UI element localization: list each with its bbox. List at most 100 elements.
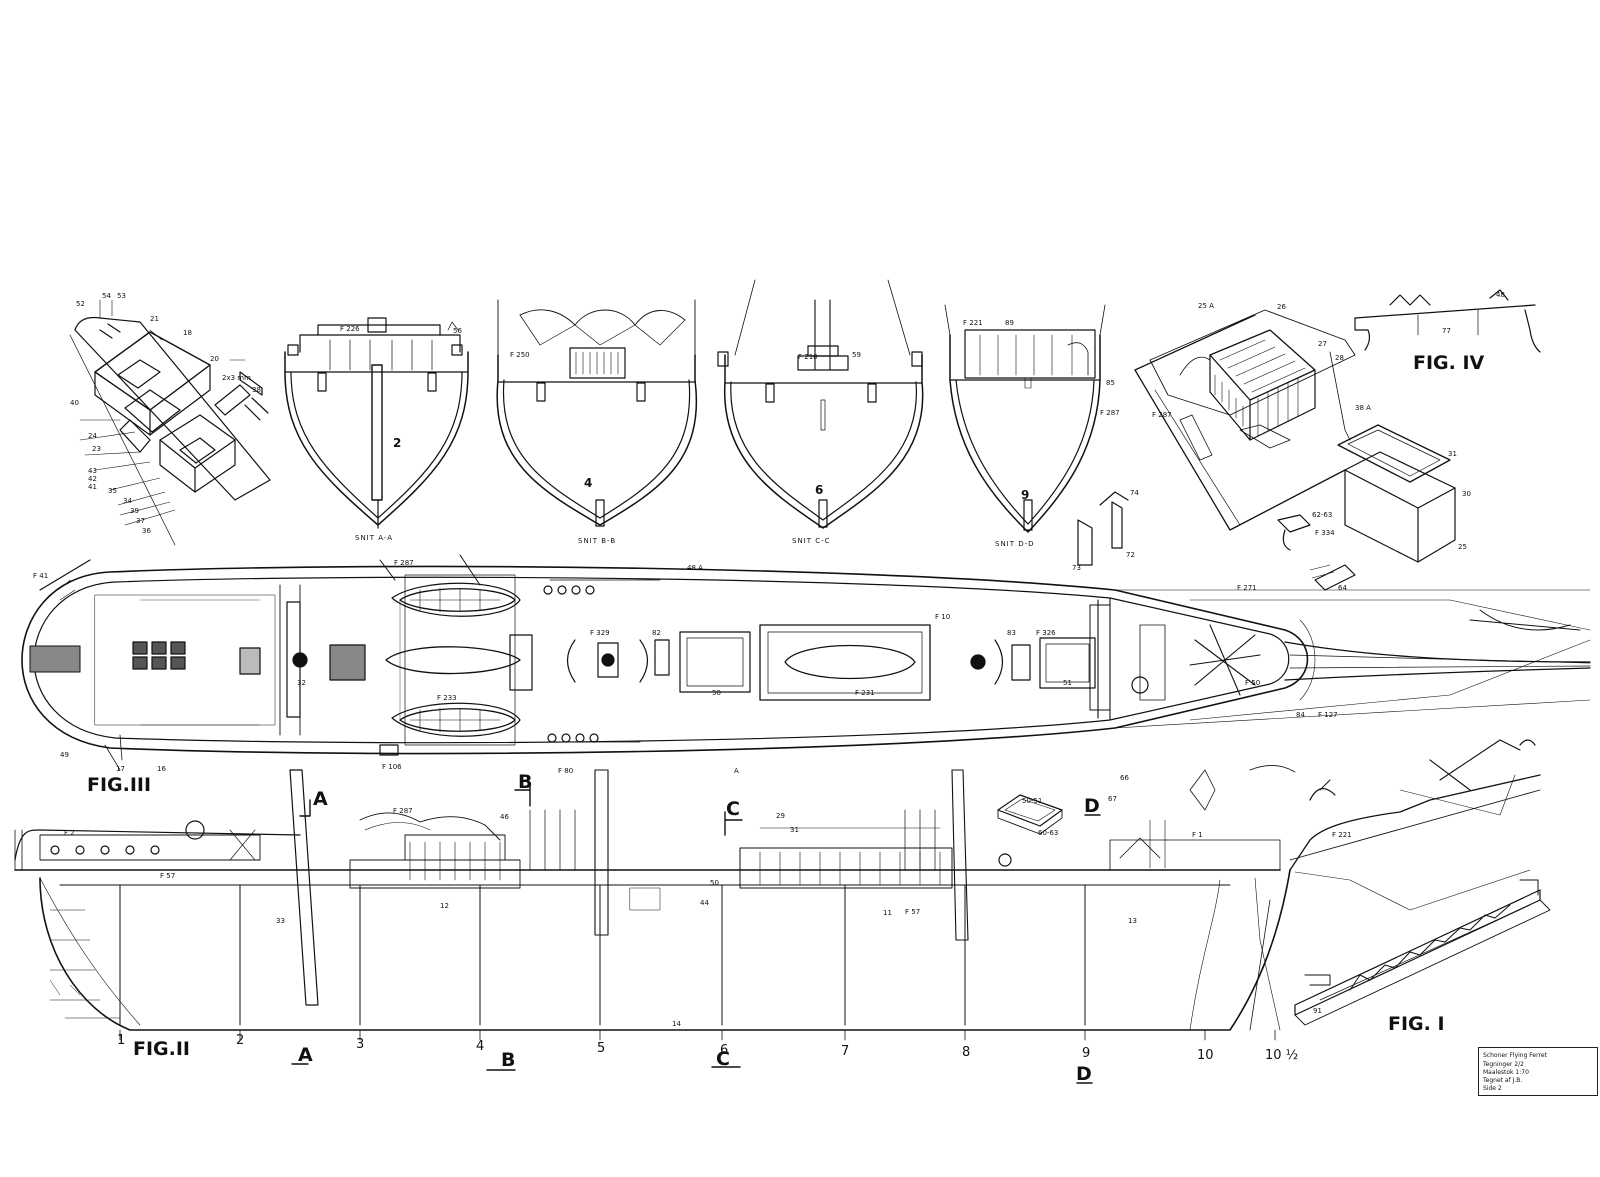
part-label: 46 bbox=[500, 813, 509, 821]
cut-mark-a: A bbox=[298, 1044, 313, 1066]
station-number: 2 bbox=[236, 1033, 245, 1048]
part-label: 28 bbox=[1335, 354, 1344, 362]
part-label: 11 bbox=[883, 909, 892, 917]
part-label: 42 bbox=[88, 475, 97, 483]
station-number: 1 bbox=[117, 1033, 126, 1048]
section-number: 2 bbox=[393, 436, 402, 450]
part-label: 20 bbox=[210, 355, 219, 363]
part-label: 36 bbox=[142, 527, 151, 535]
part-label: 2x3 mm bbox=[222, 374, 251, 382]
section-number: 4 bbox=[584, 476, 593, 490]
part-label: F 271 bbox=[1237, 584, 1257, 592]
part-label: F 80 bbox=[558, 767, 574, 775]
cut-mark-b: B bbox=[501, 1049, 516, 1071]
part-label: F 221 bbox=[963, 319, 983, 327]
part-label: 16 bbox=[157, 765, 166, 773]
part-label: 67 bbox=[1108, 795, 1117, 803]
part-label: 72 bbox=[1126, 551, 1135, 559]
side-elevation bbox=[14, 769, 1541, 1031]
part-label: 12 bbox=[440, 902, 449, 910]
part-label: F 2 bbox=[64, 829, 75, 837]
part-label: 50 bbox=[710, 879, 719, 887]
station-number: 5 bbox=[597, 1041, 606, 1056]
cut-mark-c: C bbox=[726, 798, 740, 820]
cut-mark-d: D bbox=[1076, 1063, 1092, 1085]
fig-iv-label: FIG. IV bbox=[1413, 352, 1485, 374]
part-label: 85 bbox=[1106, 379, 1115, 387]
title-line: Side 2 bbox=[1483, 1085, 1502, 1092]
fig-ii-label: FIG.II bbox=[133, 1038, 190, 1060]
part-label: 25 A bbox=[1198, 302, 1214, 310]
part-label: F 287 bbox=[1100, 409, 1120, 417]
part-label: F 221 bbox=[1332, 831, 1352, 839]
part-label: 31 bbox=[1448, 450, 1457, 458]
part-label: F 231 bbox=[855, 689, 875, 697]
station-number: 6 bbox=[720, 1043, 729, 1058]
part-label: F 57 bbox=[905, 908, 921, 916]
hatch-cover-detail bbox=[997, 794, 1063, 835]
part-label: F 326 bbox=[1036, 629, 1056, 637]
part-label: F 57 bbox=[160, 872, 176, 880]
part-label: 73 bbox=[1072, 564, 1081, 572]
part-label: 74 bbox=[1130, 489, 1139, 497]
part-label: 24 bbox=[88, 432, 97, 440]
cut-mark-a: A bbox=[313, 788, 328, 810]
part-label: 50-51 bbox=[1022, 797, 1043, 805]
part-label: 39 bbox=[130, 507, 139, 515]
part-label: 29 bbox=[776, 812, 785, 820]
part-label: 53 bbox=[117, 292, 126, 300]
title-line: Tegnet af J.B. bbox=[1483, 1077, 1523, 1084]
part-label: F 1 bbox=[1192, 831, 1203, 839]
skylight-isometric-detail bbox=[1134, 309, 1356, 531]
part-label: 14 bbox=[672, 1020, 681, 1028]
part-label: 54 bbox=[102, 292, 111, 300]
section-a-a bbox=[284, 317, 469, 529]
part-label: F 50 bbox=[1245, 679, 1261, 687]
cut-mark-d: D bbox=[1084, 795, 1100, 817]
part-label: F 334 bbox=[1315, 529, 1335, 537]
part-label: 91 bbox=[1313, 1007, 1322, 1015]
station-number: 10 bbox=[1197, 1048, 1214, 1063]
fig-i-label: FIG. I bbox=[1388, 1013, 1445, 1035]
part-label: 64 bbox=[1338, 584, 1347, 592]
part-label: 34 bbox=[123, 497, 132, 505]
title-block: Schoner Flying Ferret Tegninger 2/2 Maal… bbox=[1478, 1047, 1598, 1096]
part-label: 40 bbox=[70, 399, 79, 407]
fig-iv-profile bbox=[1354, 289, 1541, 353]
fig-i-ladder bbox=[1294, 879, 1551, 1026]
part-label: F 10 bbox=[935, 613, 951, 621]
part-label: 89 bbox=[1005, 319, 1014, 327]
station-number: 3 bbox=[356, 1037, 365, 1052]
section-c-c bbox=[717, 279, 924, 529]
part-label: F 233 bbox=[437, 694, 457, 702]
part-label: 82 bbox=[652, 629, 661, 637]
part-label: 43 bbox=[88, 467, 97, 475]
bracket-details bbox=[1077, 491, 1129, 566]
part-label: 60-63 bbox=[1038, 829, 1059, 837]
section-b-b-label: SNIT B-B bbox=[578, 537, 617, 545]
part-label: 48 bbox=[1496, 291, 1505, 299]
part-label: 49 bbox=[60, 751, 69, 759]
part-label: F 287 bbox=[393, 807, 413, 815]
station-number: 7 bbox=[841, 1044, 850, 1059]
part-label: 32 bbox=[297, 679, 306, 687]
part-label: 35 bbox=[108, 487, 117, 495]
section-d-d-label: SNIT D-D bbox=[995, 540, 1035, 548]
part-label: 33 bbox=[276, 917, 285, 925]
part-label: F 226 bbox=[340, 325, 360, 333]
deck-plan bbox=[21, 554, 1309, 771]
part-label: 13 bbox=[1128, 917, 1137, 925]
part-label: 38 A bbox=[1355, 404, 1371, 412]
part-label: 83 bbox=[1007, 629, 1016, 637]
part-label: 52 bbox=[76, 300, 85, 308]
part-label: 62-63 bbox=[1312, 511, 1333, 519]
part-label: 30 bbox=[1462, 490, 1471, 498]
hatch-box-detail bbox=[1337, 424, 1456, 563]
part-label: 84 bbox=[1296, 711, 1305, 719]
cut-arrows bbox=[291, 782, 1101, 1084]
part-label: 18 bbox=[183, 329, 192, 337]
part-label: 23 bbox=[92, 445, 101, 453]
part-label: 25 bbox=[1458, 543, 1467, 551]
cut-mark-c: C bbox=[716, 1048, 730, 1070]
